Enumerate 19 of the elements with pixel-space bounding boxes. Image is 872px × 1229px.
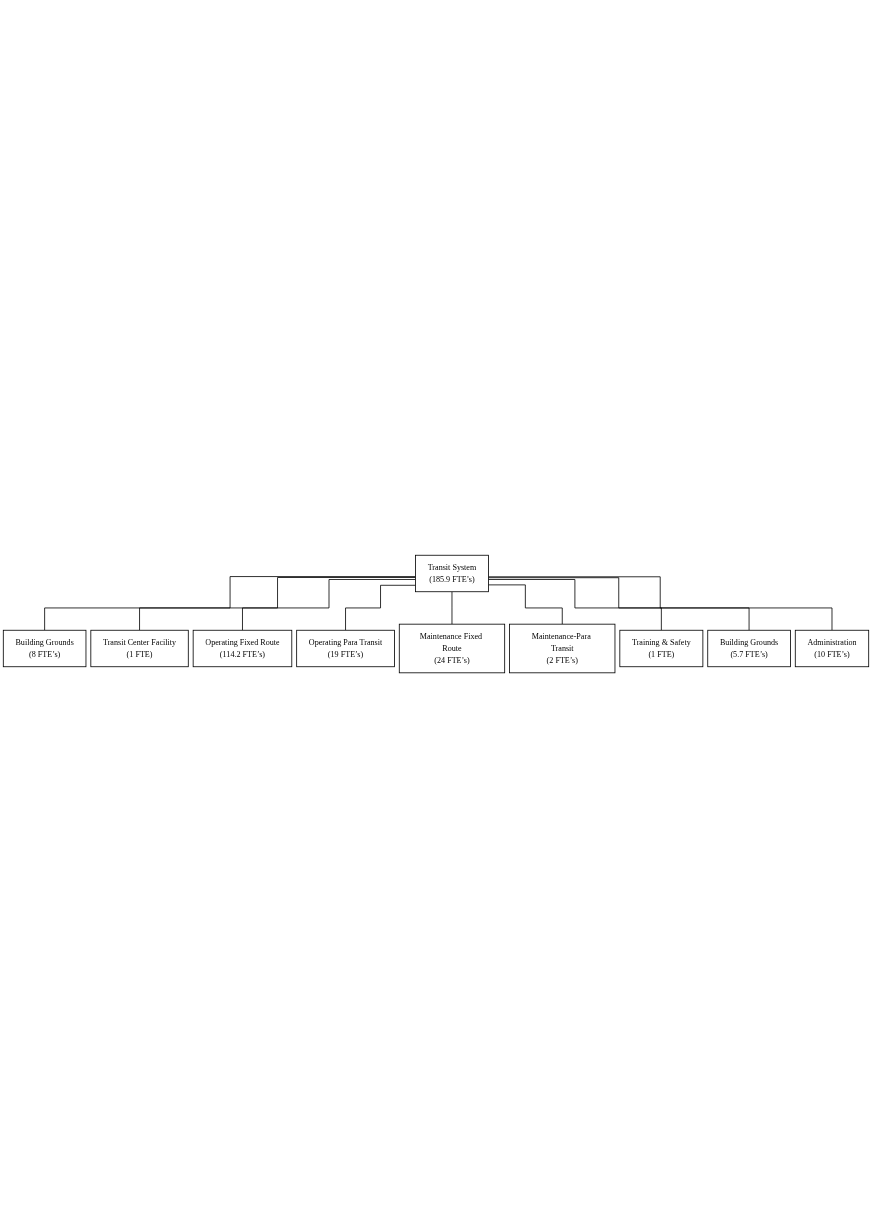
connector (488, 579, 662, 632)
node-box: Operating Para Transit (19 FTE’s) (296, 630, 395, 668)
connector (44, 576, 416, 632)
connector (488, 576, 833, 632)
connector (488, 584, 563, 626)
connector (242, 579, 416, 632)
node-box: Building Grounds (8 FTE’s) (2, 630, 87, 668)
connector (345, 585, 416, 632)
node-box: Transit Center Facility (1 FTE) (90, 630, 189, 668)
connector (488, 577, 750, 632)
node-box: Maintenance-Para Transit (2 FTE’s) (509, 624, 616, 674)
node-box: Transit System (185.9 FTE’s) (415, 555, 489, 593)
node-box: Training & Safety (1 FTE) (619, 630, 704, 668)
node-box: Administration (10 FTE’s) (794, 630, 870, 668)
node-box: Maintenance Fixed Route (24 FTE’s) (398, 624, 506, 674)
connector (451, 591, 453, 626)
node-box: Operating Fixed Route (114.2 FTE’s) (192, 630, 293, 668)
connector (139, 577, 416, 632)
node-box: Building Grounds (5.7 FTE’s) (707, 630, 791, 668)
